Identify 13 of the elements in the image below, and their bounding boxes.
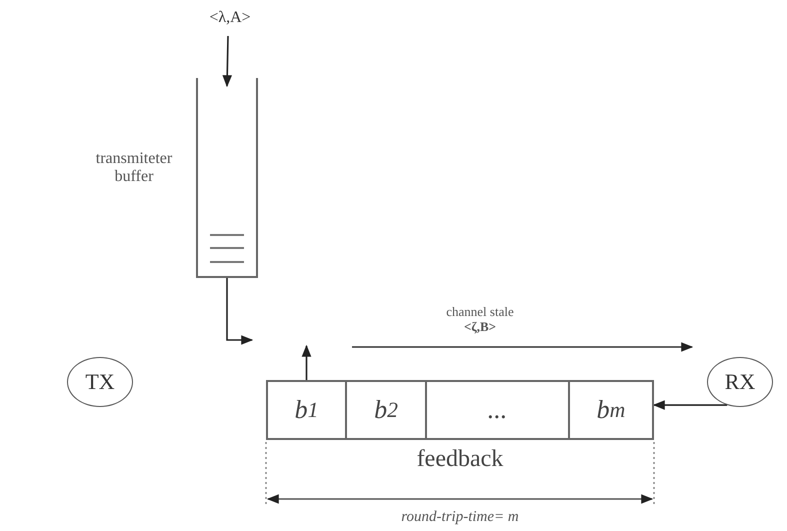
buffer-drawing bbox=[196, 78, 258, 278]
arrow bbox=[222, 36, 232, 88]
node-circle: TX bbox=[67, 357, 133, 407]
bar-title: feedback bbox=[416, 446, 504, 473]
annotation-text: round-trip-time= m bbox=[400, 509, 520, 526]
annotation-text: channel stale bbox=[445, 304, 515, 320]
arrow bbox=[302, 344, 312, 380]
buffer-slot: ... bbox=[425, 380, 570, 440]
node-caption: transmiteter buffer bbox=[94, 150, 174, 186]
arrow bbox=[652, 400, 728, 410]
annotation-text: <ζ,B> bbox=[462, 319, 498, 335]
arrow bbox=[226, 278, 254, 345]
node-circle: RX bbox=[707, 357, 773, 407]
